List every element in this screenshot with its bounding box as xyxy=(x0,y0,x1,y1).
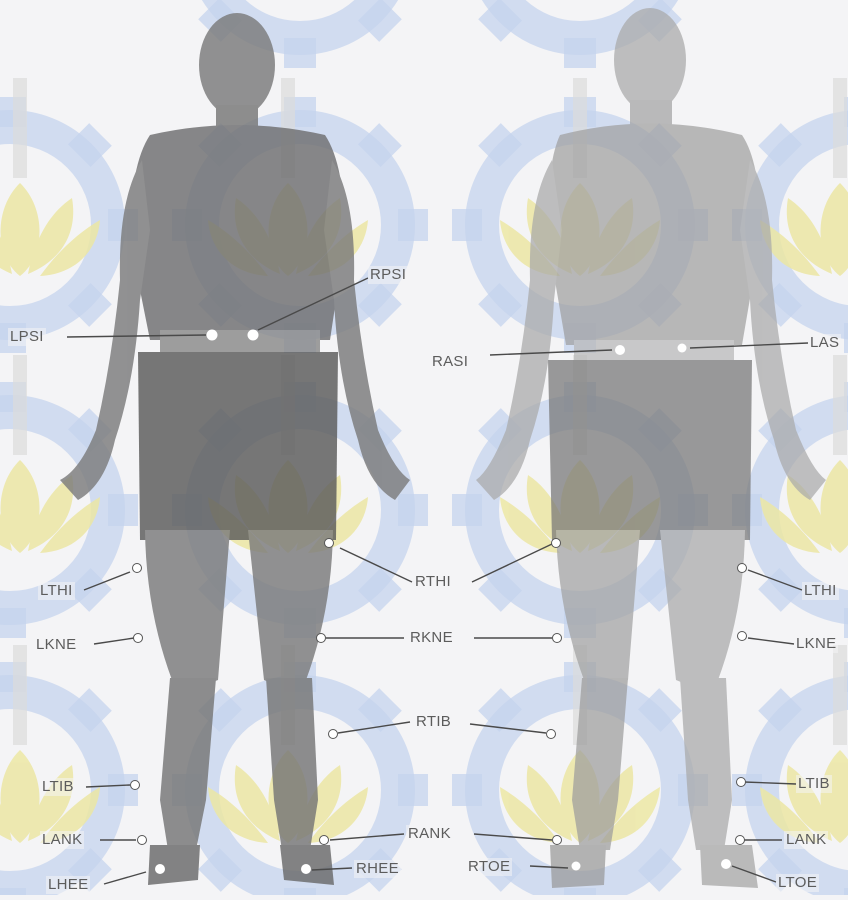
label-rthi: RTHI xyxy=(413,573,453,591)
label-lpsi: LPSI xyxy=(8,328,46,346)
marker-dot xyxy=(301,864,311,874)
label-lasi: LAS xyxy=(808,334,841,352)
marker-dot xyxy=(736,836,745,845)
marker-dot xyxy=(133,564,142,573)
marker-dot xyxy=(317,634,326,643)
label-rank: RANK xyxy=(406,825,453,843)
label-lank-back: LANK xyxy=(40,831,84,849)
label-lank-front: LANK xyxy=(784,831,828,849)
label-rpsi: RPSI xyxy=(368,266,408,284)
marker-dot xyxy=(547,730,556,739)
marker-dot xyxy=(207,330,218,341)
label-lthi-back: LTHI xyxy=(38,582,75,600)
marker-dot xyxy=(552,539,561,548)
label-lkne-back: LKNE xyxy=(34,636,78,654)
marker-dot xyxy=(329,730,338,739)
label-rtib: RTIB xyxy=(414,713,453,731)
marker-dot xyxy=(320,836,329,845)
label-lhee: LHEE xyxy=(46,876,90,894)
marker-dot xyxy=(134,634,143,643)
label-rkne: RKNE xyxy=(408,629,455,647)
label-ltoe: LTOE xyxy=(776,874,819,892)
marker-dot xyxy=(248,330,259,341)
label-lkne-front: LKNE xyxy=(794,635,838,653)
label-rhee: RHEE xyxy=(354,860,401,878)
label-ltib-front: LTIB xyxy=(796,775,832,793)
marker-dot xyxy=(131,781,140,790)
marker-dot xyxy=(738,632,747,641)
marker-dot xyxy=(138,836,147,845)
label-rasi: RASI xyxy=(430,353,470,371)
marker-dot xyxy=(553,836,562,845)
marker-dot xyxy=(572,862,581,871)
label-lthi-front: LTHI xyxy=(802,582,839,600)
marker-dot xyxy=(738,564,747,573)
label-ltib-back: LTIB xyxy=(40,778,76,796)
marker-dot xyxy=(678,344,687,353)
marker-dot xyxy=(721,859,731,869)
marker-dot xyxy=(737,778,746,787)
marker-dot xyxy=(325,539,334,548)
marker-dot xyxy=(155,864,165,874)
marker-dot xyxy=(553,634,562,643)
label-rtoe: RTOE xyxy=(466,858,512,876)
marker-dot xyxy=(615,345,625,355)
